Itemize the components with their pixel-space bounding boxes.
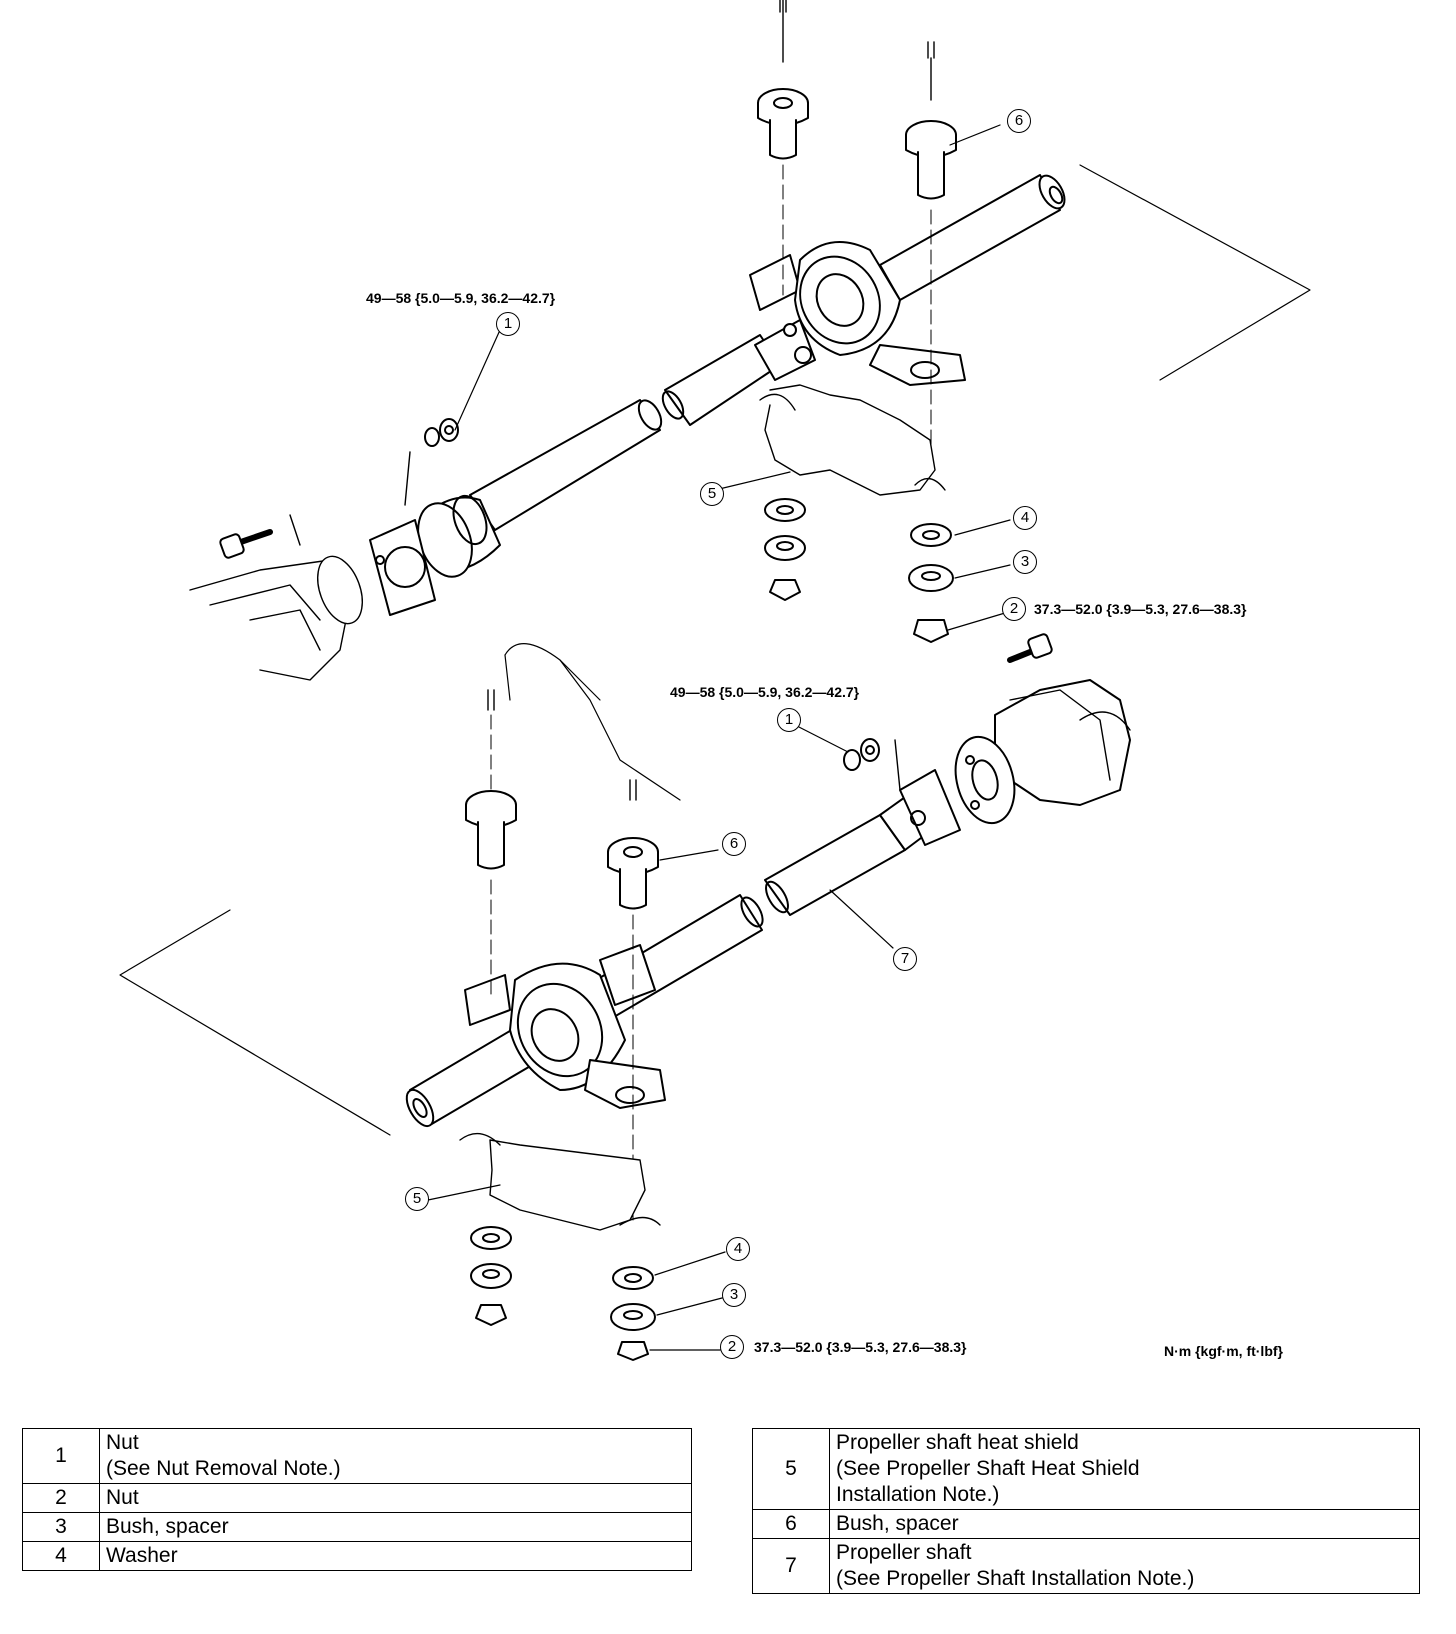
legend-desc-line: (See Propeller Shaft Installation Note.) bbox=[836, 1567, 1195, 1590]
lower-vehicle-body-outline bbox=[504, 643, 681, 801]
legend-desc: Nut (See Nut Removal Note.) bbox=[99, 1428, 692, 1484]
legend-desc-line: Nut bbox=[106, 1431, 139, 1454]
lower-nut-item1 bbox=[843, 738, 901, 791]
lower-washers-right bbox=[610, 1266, 656, 1361]
legend-desc: Nut bbox=[99, 1483, 692, 1513]
legend-desc: Propeller shaft (See Propeller Shaft Ins… bbox=[829, 1538, 1420, 1594]
upper-washers-right bbox=[908, 523, 954, 643]
upper-assembly bbox=[189, 0, 1311, 681]
lower-rear-tube bbox=[764, 814, 906, 916]
legend-desc: Washer bbox=[99, 1541, 692, 1571]
upper-floor-outline bbox=[1079, 164, 1311, 381]
legend-num: 6 bbox=[752, 1509, 830, 1539]
legend-row: 4 Washer bbox=[22, 1541, 692, 1571]
legend-num: 1 bbox=[22, 1428, 100, 1484]
upper-bush-spacer-left bbox=[757, 88, 809, 160]
parts-legend-left: 1 Nut (See Nut Removal Note.) 2 Nut 3 Bu… bbox=[22, 1428, 692, 1571]
callout-5-lower: 5 bbox=[405, 1187, 429, 1211]
lower-assembly bbox=[119, 633, 1131, 1361]
lower-center-bearing bbox=[464, 944, 666, 1109]
legend-desc-line: (See Propeller Shaft Heat Shield bbox=[836, 1457, 1140, 1480]
legend-desc: Propeller shaft heat shield (See Propell… bbox=[829, 1428, 1420, 1510]
upper-flange-bolt bbox=[219, 529, 273, 559]
callout-7-lower: 7 bbox=[893, 947, 917, 971]
legend-desc: Bush, spacer bbox=[829, 1509, 1420, 1539]
lower-heat-shield bbox=[489, 1139, 646, 1231]
upper-nut-item1 bbox=[404, 418, 459, 506]
callout-4-lower: 4 bbox=[726, 1237, 750, 1261]
upper-nut2-torque: 37.3—52.0 {3.9—5.3, 27.6—38.3} bbox=[1034, 601, 1247, 617]
upper-washers-left bbox=[764, 498, 806, 601]
upper-rear-tube bbox=[879, 174, 1066, 301]
upper-heat-shield bbox=[764, 384, 936, 496]
lower-bush-spacer-left bbox=[465, 790, 517, 870]
callout-3-lower: 3 bbox=[722, 1283, 746, 1307]
lower-floor-outline bbox=[119, 909, 391, 1136]
legend-desc-line: Installation Note.) bbox=[836, 1483, 1000, 1506]
callout-3-upper: 3 bbox=[1013, 550, 1037, 574]
lower-universal-joint bbox=[879, 769, 961, 851]
legend-row: 6 Bush, spacer bbox=[752, 1509, 1420, 1539]
upper-front-tube bbox=[469, 334, 781, 531]
legend-num: 4 bbox=[22, 1541, 100, 1571]
propeller-shaft-exploded-diagram bbox=[119, 0, 1311, 1361]
legend-row: 2 Nut bbox=[22, 1483, 692, 1513]
lower-washers-left bbox=[470, 1226, 512, 1326]
upper-center-bearing bbox=[749, 241, 966, 386]
callout-1-lower: 1 bbox=[777, 708, 801, 732]
upper-transmission-outline bbox=[189, 514, 363, 681]
lower-nut2-torque: 37.3—52.0 {3.9—5.3, 27.6—38.3} bbox=[754, 1339, 967, 1355]
upper-mount-stud-top bbox=[779, 0, 787, 63]
legend-num: 3 bbox=[22, 1512, 100, 1542]
legend-row: 1 Nut (See Nut Removal Note.) bbox=[22, 1428, 692, 1484]
legend-row: 5 Propeller shaft heat shield (See Prope… bbox=[752, 1428, 1420, 1510]
upper-nut1-torque: 49—58 {5.0—5.9, 36.2—42.7} bbox=[366, 290, 556, 306]
upper-universal-joint bbox=[754, 319, 816, 381]
legend-desc-line: Propeller shaft bbox=[836, 1541, 972, 1564]
legend-desc-line: Propeller shaft heat shield bbox=[836, 1431, 1079, 1454]
callout-4-upper: 4 bbox=[1013, 506, 1037, 530]
legend-row: 3 Bush, spacer bbox=[22, 1512, 692, 1542]
legend-desc: Bush, spacer bbox=[99, 1512, 692, 1542]
callout-5-upper: 5 bbox=[700, 482, 724, 506]
upper-mount-stud-top-2 bbox=[927, 41, 935, 101]
legend-desc-line: (See Nut Removal Note.) bbox=[106, 1457, 341, 1480]
callout-2-lower: 2 bbox=[720, 1335, 744, 1359]
legend-num: 5 bbox=[752, 1428, 830, 1510]
legend-num: 7 bbox=[752, 1538, 830, 1594]
callout-2-upper: 2 bbox=[1002, 597, 1026, 621]
callout-6-lower: 6 bbox=[722, 832, 746, 856]
callout-6-upper: 6 bbox=[1007, 109, 1031, 133]
torque-units: N·m {kgf·m, ft·lbf} bbox=[1164, 1343, 1283, 1359]
parts-legend-right: 5 Propeller shaft heat shield (See Prope… bbox=[752, 1428, 1420, 1594]
upper-front-joint bbox=[369, 494, 501, 616]
callout-1-upper: 1 bbox=[496, 312, 520, 336]
upper-bush-spacer-right bbox=[905, 120, 957, 200]
legend-row: 7 Propeller shaft (See Propeller Shaft I… bbox=[752, 1538, 1420, 1594]
legend-num: 2 bbox=[22, 1483, 100, 1513]
lower-differential bbox=[954, 633, 1131, 825]
lower-bush-spacer-right bbox=[607, 837, 659, 910]
lower-nut1-torque: 49—58 {5.0—5.9, 36.2—42.7} bbox=[670, 684, 860, 700]
